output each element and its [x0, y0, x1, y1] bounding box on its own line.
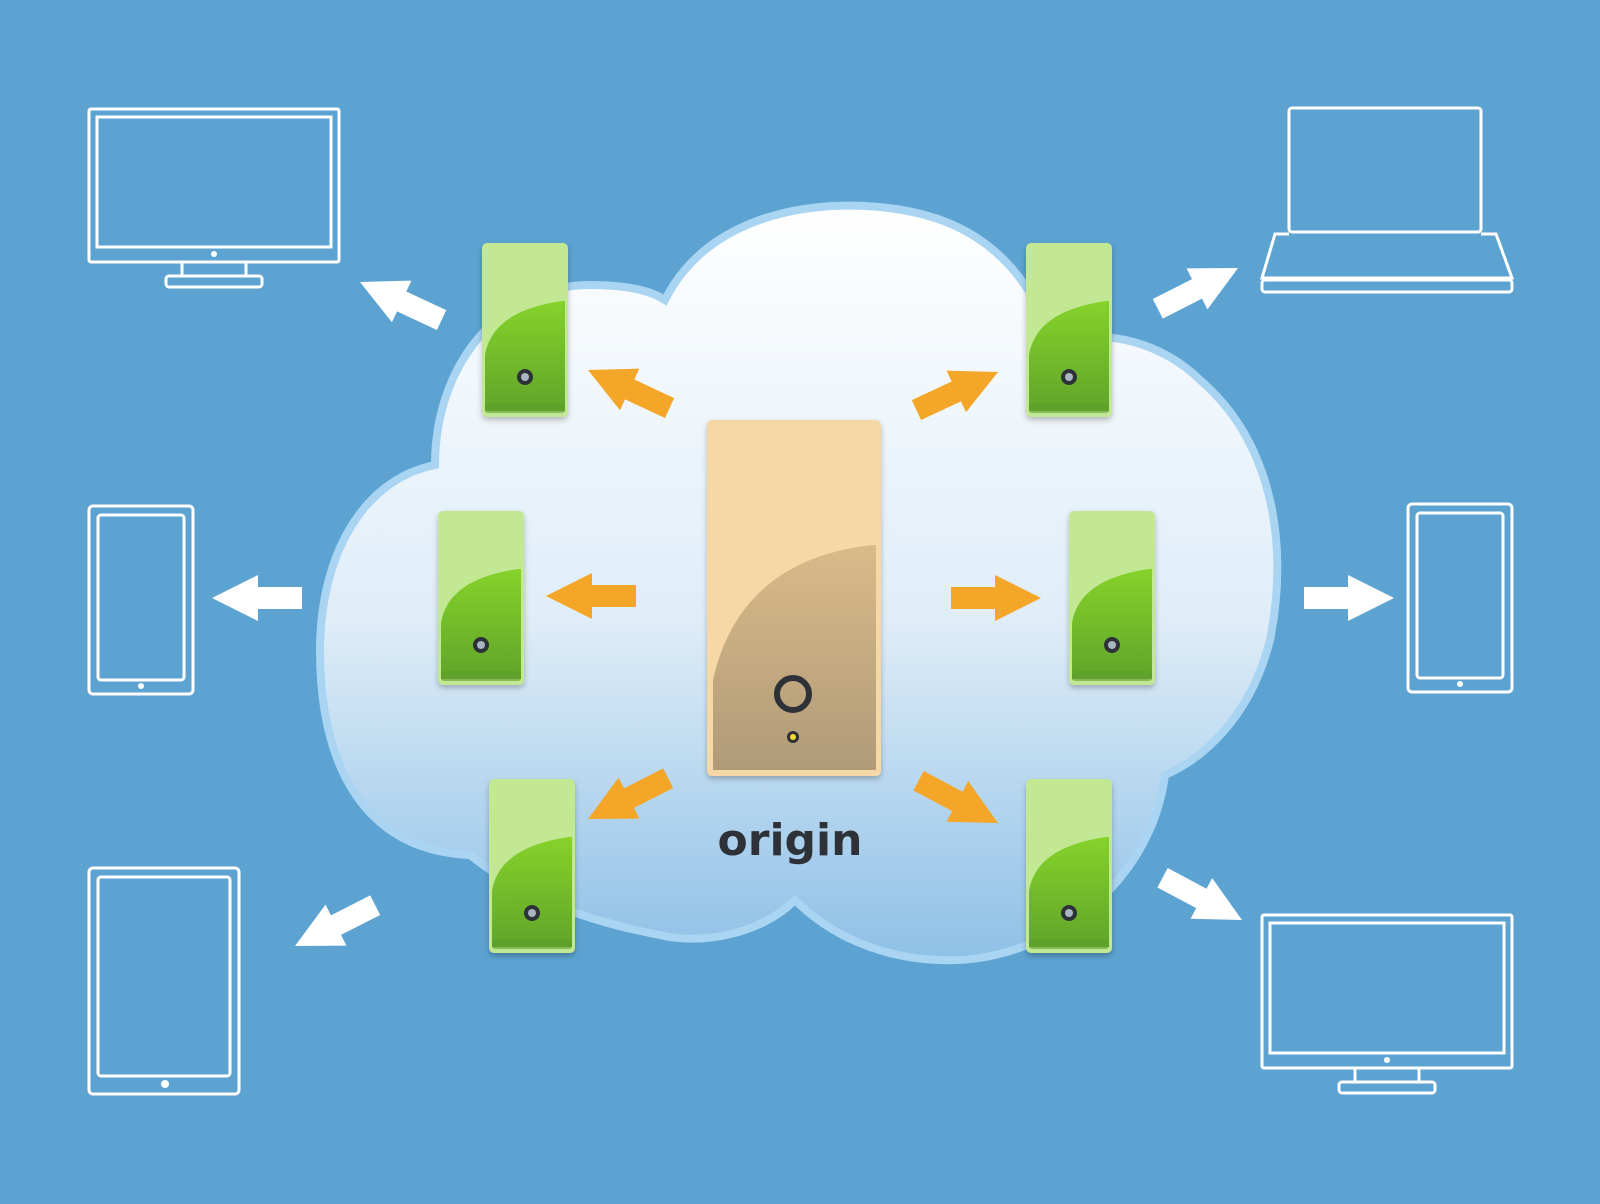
smartphone-icon [1406, 502, 1514, 694]
arrow-edge-to-phone-left [212, 575, 302, 621]
origin-label: origin [717, 815, 863, 866]
arrow-edge-to-monitor-top [350, 261, 452, 341]
edge-server-bottom-left [489, 779, 575, 953]
edge-server-top-left [482, 243, 568, 417]
monitor-icon [87, 107, 341, 289]
edge-server-mid-left [438, 511, 524, 685]
tablet-icon [87, 866, 241, 1096]
arrow-edge-to-monitor-bottom [1151, 857, 1253, 941]
arrow-edge-to-phone-right [1304, 575, 1394, 621]
smartphone-icon [87, 504, 195, 696]
edge-server-mid-right [1069, 511, 1155, 685]
laptop-icon [1259, 106, 1515, 294]
edge-server-bottom-right [1026, 779, 1112, 953]
edge-server-top-right [1026, 243, 1112, 417]
origin-server [707, 420, 881, 776]
arrow-edge-to-laptop [1147, 247, 1249, 330]
monitor-icon [1260, 913, 1514, 1095]
arrow-edge-to-tablet [284, 884, 386, 967]
